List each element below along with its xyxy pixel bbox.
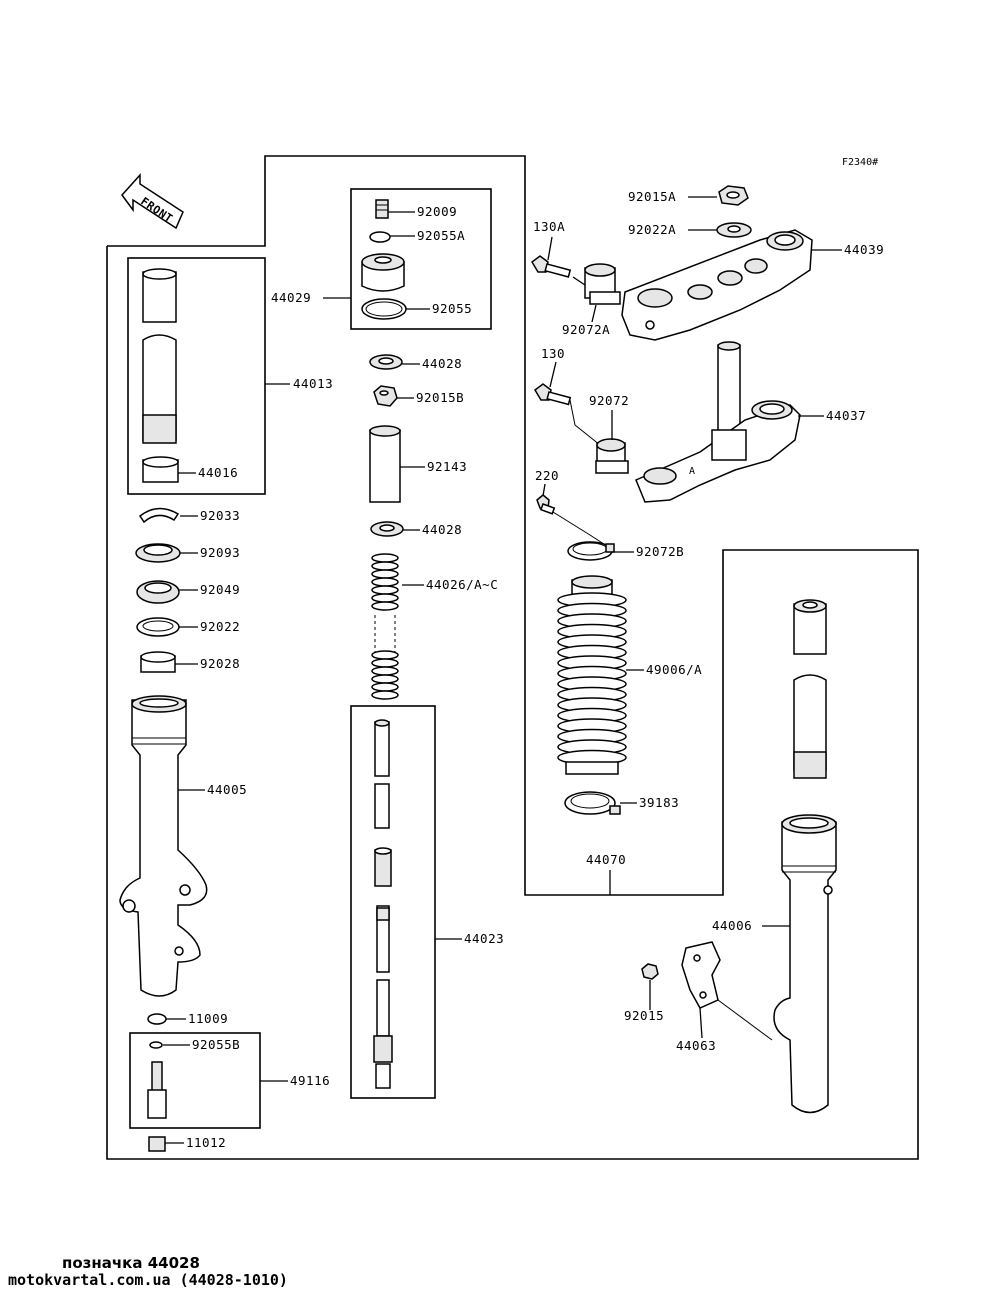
label-11012: 11012 (186, 1135, 226, 1150)
label-92009: 92009 (417, 204, 457, 219)
label-92033: 92033 (200, 508, 240, 523)
part-130A-bolt (531, 236, 572, 278)
label-44005: 44005 (207, 782, 247, 797)
part-11009-gasket (147, 1013, 186, 1025)
label-92072B: 92072B (636, 544, 684, 559)
parts-diagram: F2340# FRONT 44013 44016 92033 92093 (106, 155, 919, 1160)
label-92022A: 92022A (628, 222, 676, 237)
part-92143-spacer (369, 425, 425, 503)
part-92028-bush (140, 651, 198, 673)
part-92072B-band (567, 541, 634, 561)
label-130A: 130A (533, 219, 565, 234)
part-92022A-washer (688, 222, 752, 238)
front-arrow-icon: FRONT (121, 173, 184, 230)
part-49006-boot (557, 575, 627, 775)
label-44029: 44029 (271, 290, 311, 305)
label-92028: 92028 (200, 656, 240, 671)
label-44063: 44063 (676, 1038, 716, 1053)
label-92022: 92022 (200, 619, 240, 634)
label-130: 130 (541, 346, 565, 361)
label-92049: 92049 (200, 582, 240, 597)
part-220-bolt (536, 483, 611, 549)
label-49116: 49116 (290, 1073, 330, 1088)
figure-code: F2340# (842, 157, 878, 168)
label-11009: 11009 (188, 1011, 228, 1026)
svg-text:A: A (689, 466, 695, 477)
part-92072-clamp (595, 410, 629, 474)
part-92093-seal (135, 543, 198, 563)
part-39183-band (564, 791, 637, 815)
label-44023: 44023 (464, 931, 504, 946)
box-44029 (323, 188, 492, 330)
label-49006A: 49006/A (646, 662, 702, 677)
label-44006: 44006 (712, 918, 752, 933)
label-44039: 44039 (844, 242, 884, 257)
part-44037-lower-clamp: A (635, 341, 824, 503)
box-49116 (129, 1032, 288, 1129)
label-92055A: 92055A (417, 228, 465, 243)
label-39183: 39183 (639, 795, 679, 810)
label-44016: 44016 (198, 465, 238, 480)
part-92015-nut (641, 963, 659, 1010)
label-92143: 92143 (427, 459, 467, 474)
label-92015A: 92015A (628, 189, 676, 204)
footer-part-caption: позначка 44028 (62, 1254, 200, 1272)
assembly-frame (106, 155, 919, 1160)
part-44006-outer-tube (762, 814, 837, 1114)
label-92015: 92015 (624, 1008, 664, 1023)
label-92055B: 92055B (192, 1037, 240, 1052)
part-92033-clip (138, 507, 198, 524)
label-44026: 44026/A~C (426, 577, 498, 592)
box-44023 (350, 705, 462, 1099)
label-92072A: 92072A (562, 322, 610, 337)
part-44005-outer-tube (119, 695, 208, 997)
part-44028-washer-upper (369, 354, 420, 370)
part-130-bolt (534, 361, 601, 446)
part-92049-oil-seal (136, 580, 198, 604)
label-44028-upper: 44028 (422, 356, 462, 371)
part-44026-spring (371, 553, 399, 700)
part-92072A-clamp (572, 263, 621, 323)
label-220: 220 (535, 468, 559, 483)
part-44039-upper-clamp (621, 229, 842, 341)
part-92015A-nut (688, 185, 749, 206)
part-92015B-nut (373, 385, 414, 407)
part-inner-tube-right (793, 599, 827, 779)
label-92072: 92072 (589, 393, 629, 408)
label-92055: 92055 (432, 301, 472, 316)
label-44013: 44013 (293, 376, 333, 391)
label-92015B: 92015B (416, 390, 464, 405)
box-44013 (127, 257, 290, 495)
footer-site-caption: motokvartal.com.ua (44028-1010) (8, 1271, 288, 1289)
part-92022-washer (136, 617, 198, 637)
label-44037: 44037 (826, 408, 866, 423)
part-44063-bracket (681, 941, 773, 1041)
label-44028-lower: 44028 (422, 522, 462, 537)
label-92093: 92093 (200, 545, 240, 560)
part-11012-bolt (148, 1136, 184, 1152)
part-44028-washer-lower (370, 521, 420, 537)
label-44070: 44070 (586, 852, 626, 867)
